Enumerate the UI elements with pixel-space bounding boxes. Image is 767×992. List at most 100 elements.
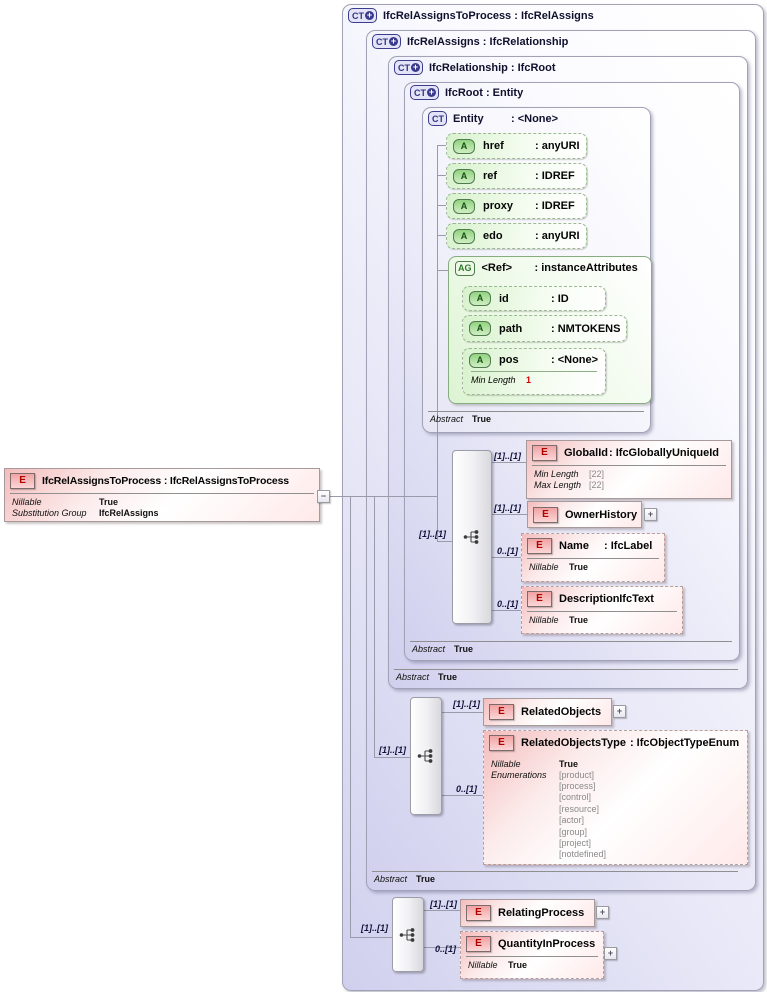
expand-toggle[interactable]: + <box>604 947 617 960</box>
element-box-relatingprocess: E RelatingProcess <box>460 899 595 927</box>
attribute-badge-icon: A <box>453 168 475 184</box>
sequence-indicator <box>452 450 492 624</box>
attribute-box-path: A path : NMTOKENS <box>462 315 627 342</box>
separator-line <box>394 669 738 670</box>
connector-line <box>350 496 351 937</box>
attribute-group-badge-icon: AG <box>455 260 475 276</box>
complextype-badge-icon: CT+ <box>394 60 423 75</box>
property-row: Enumerations [product] [process] [contro… <box>491 769 607 860</box>
connector-line <box>330 496 437 497</box>
abstract-row-entity: Abstract True <box>430 414 492 424</box>
abstract-row-ifcrelassigns: Abstract True <box>374 874 436 884</box>
attribute-badge-icon: A <box>453 228 475 244</box>
element-badge-icon: E <box>466 936 491 952</box>
cardinality-label: [1]..[1] <box>379 745 406 755</box>
connector-line <box>374 757 410 758</box>
connector-line <box>437 145 446 146</box>
cardinality-label: 0..[1] <box>497 599 519 609</box>
property-row: Min Length [22] <box>534 469 605 479</box>
frame-header-ifcrelassigns: CT+ IfcRelAssigns : IfcRelationship <box>372 34 568 49</box>
frame-title-type: : <None> <box>511 112 559 125</box>
frame-header-ifcrelassignstoprocess: CT+ IfcRelAssignsToProcess : IfcRelAssig… <box>348 8 594 23</box>
complextype-badge-icon: CT <box>428 111 447 126</box>
frame-title: Entity <box>453 112 484 125</box>
cardinality-label: [1]..[1] <box>453 699 480 709</box>
connector-line <box>490 462 526 463</box>
separator-line <box>372 871 738 872</box>
attribute-box-ref: A ref : IDREF <box>446 163 587 189</box>
property-row: Nillable True <box>491 759 579 769</box>
complextype-badge-icon: CT+ <box>348 8 377 23</box>
root-element-box: E IfcRelAssignsToProcess : IfcRelAssigns… <box>4 468 320 522</box>
complextype-badge-icon: CT+ <box>410 85 439 100</box>
sequence-indicator <box>392 897 424 972</box>
connector-line <box>437 175 446 176</box>
element-box-description: E Description : IfcText Nillable True <box>521 586 683 634</box>
element-badge-icon: E <box>489 735 514 751</box>
cardinality-label: [1]..[1] <box>494 451 521 461</box>
element-box-relatedobjectstype: E RelatedObjectsType : IfcObjectTypeEnum… <box>483 730 748 865</box>
derived-plus-icon: + <box>411 62 420 72</box>
property-row: Nillable True <box>12 497 119 507</box>
root-element-title: IfcRelAssignsToProcess : IfcRelAssignsTo… <box>42 475 289 487</box>
expand-toggle[interactable]: + <box>596 906 609 919</box>
connector-line <box>437 235 446 236</box>
sequence-icon <box>463 530 478 544</box>
element-box-name: E Name : IfcLabel Nillable True <box>521 533 665 582</box>
connector-line <box>437 270 448 271</box>
connector-line <box>422 947 460 948</box>
element-badge-icon: E <box>466 905 491 921</box>
connector-line <box>437 541 452 542</box>
cardinality-label: [1]..[1] <box>419 529 446 539</box>
element-box-quantityinprocess: E QuantityInProcess Nillable True <box>460 931 604 979</box>
frame-title: IfcRoot : Entity <box>445 86 524 99</box>
attribute-box-proxy: A proxy : IDREF <box>446 193 587 219</box>
cardinality-label: 0..[1] <box>456 784 478 794</box>
frame-header-ifcrelationship: CT+ IfcRelationship : IfcRoot <box>394 60 556 75</box>
frame-header-entity: CT Entity : <None> <box>428 111 558 126</box>
connector-line <box>490 610 521 611</box>
element-badge-icon: E <box>489 704 514 720</box>
element-badge-icon: E <box>532 445 557 461</box>
sequence-icon <box>417 749 432 763</box>
cardinality-label: 0..[1] <box>497 546 519 556</box>
expand-toggle[interactable]: + <box>644 508 657 521</box>
property-row: Nillable True <box>529 615 589 625</box>
attribute-box-pos: A pos : <None> Min Length 1 <box>462 348 606 395</box>
attribute-badge-icon: A <box>469 291 491 306</box>
connector-line <box>437 205 446 206</box>
connector-line <box>490 557 521 558</box>
property-row: Nillable True <box>529 562 589 572</box>
attribute-badge-icon: A <box>469 352 491 368</box>
element-badge-icon: E <box>533 506 558 523</box>
abstract-row-ifcrelationship: Abstract True <box>396 672 458 682</box>
derived-plus-icon: + <box>427 87 436 97</box>
connector-line <box>422 910 460 911</box>
derived-plus-icon: + <box>389 36 398 46</box>
property-row: Nillable True <box>468 960 528 970</box>
frame-title: IfcRelAssigns : IfcRelationship <box>407 35 569 48</box>
property-row: Min Length 1 <box>471 375 532 385</box>
attribute-box-href: A href : anyURI <box>446 133 587 159</box>
connector-line <box>440 712 483 713</box>
element-badge-icon: E <box>10 473 35 489</box>
element-box-relatedobjects: E RelatedObjects <box>483 698 612 726</box>
attribute-badge-icon: A <box>469 321 491 336</box>
element-badge-icon: E <box>527 591 552 607</box>
collapse-toggle[interactable]: − <box>317 490 330 503</box>
complextype-badge-icon: CT+ <box>372 34 401 49</box>
attribute-box-edo: A edo : anyURI <box>446 223 587 249</box>
connector-line <box>437 145 438 541</box>
cardinality-label: 0..[1] <box>435 944 457 954</box>
attribute-badge-icon: A <box>453 198 475 214</box>
separator-line <box>428 411 644 412</box>
connector-line <box>374 496 375 757</box>
connector-line <box>350 937 392 938</box>
connector-line <box>440 795 483 796</box>
cardinality-label: [1]..[1] <box>361 923 388 933</box>
expand-toggle[interactable]: + <box>613 705 626 718</box>
element-box-globalid: E GlobalId : IfcGloballyUniqueId Min Len… <box>526 440 732 499</box>
derived-plus-icon: + <box>365 10 374 20</box>
cardinality-label: [1]..[1] <box>494 503 521 513</box>
